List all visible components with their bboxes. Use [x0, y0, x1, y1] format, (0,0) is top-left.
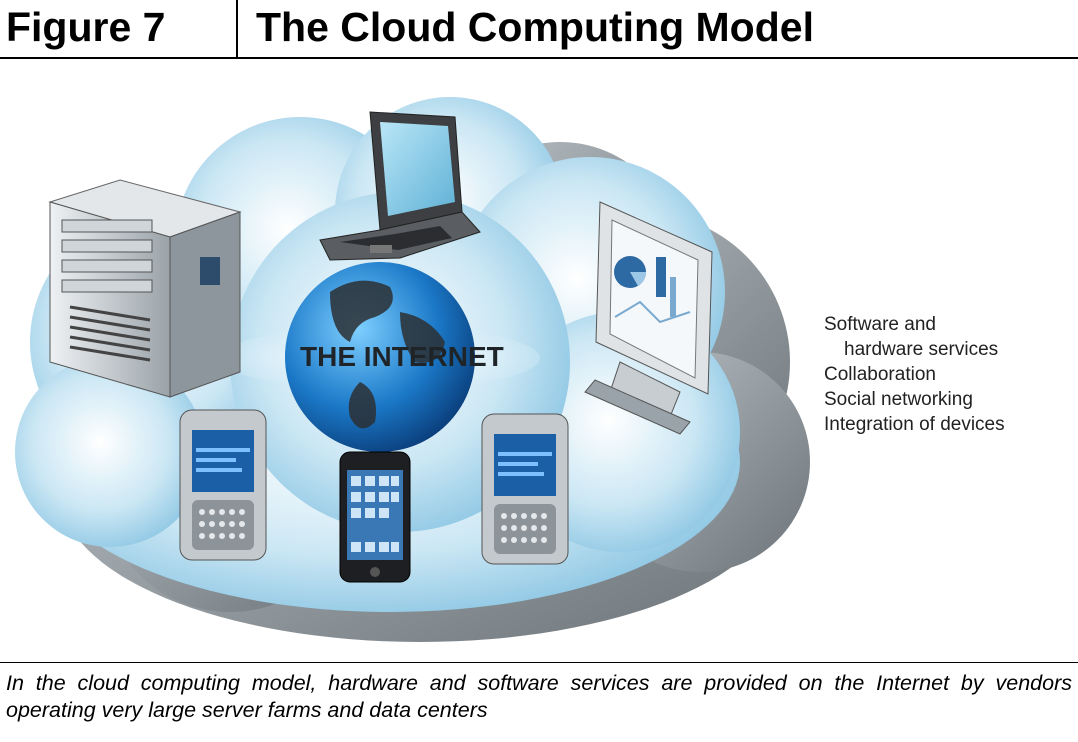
figure-number: Figure 7: [6, 4, 166, 50]
laptop-icon: [319, 111, 481, 261]
figure-caption: In the cloud computing model, hardware a…: [6, 671, 1072, 722]
header-divider: [236, 0, 238, 58]
caption-rule: [0, 662, 1078, 663]
service-item: Social networking: [824, 389, 973, 410]
service-item: Software and: [824, 314, 936, 335]
cloud-diagram: THE INTERNET: [0, 62, 1078, 662]
header-rule: [0, 57, 1078, 59]
services-list: Software and hardware services Collabora…: [824, 312, 1005, 437]
service-item: Integration of devices: [824, 414, 1005, 435]
pda-left-icon: [179, 409, 267, 561]
cloud-illustration: THE INTERNET: [15, 97, 810, 642]
monitor-icon: [584, 201, 713, 435]
globe-icon: [285, 262, 475, 452]
service-item: hardware services: [844, 339, 999, 360]
server-tower-icon: [48, 179, 242, 398]
internet-label: THE INTERNET: [300, 341, 504, 372]
pda-right-icon: [481, 413, 569, 565]
service-item: Collaboration: [824, 364, 936, 385]
figure-title: The Cloud Computing Model: [256, 4, 814, 50]
figure-header: Figure 7 The Cloud Computing Model: [0, 0, 1078, 60]
smartphone-icon: [339, 451, 411, 583]
